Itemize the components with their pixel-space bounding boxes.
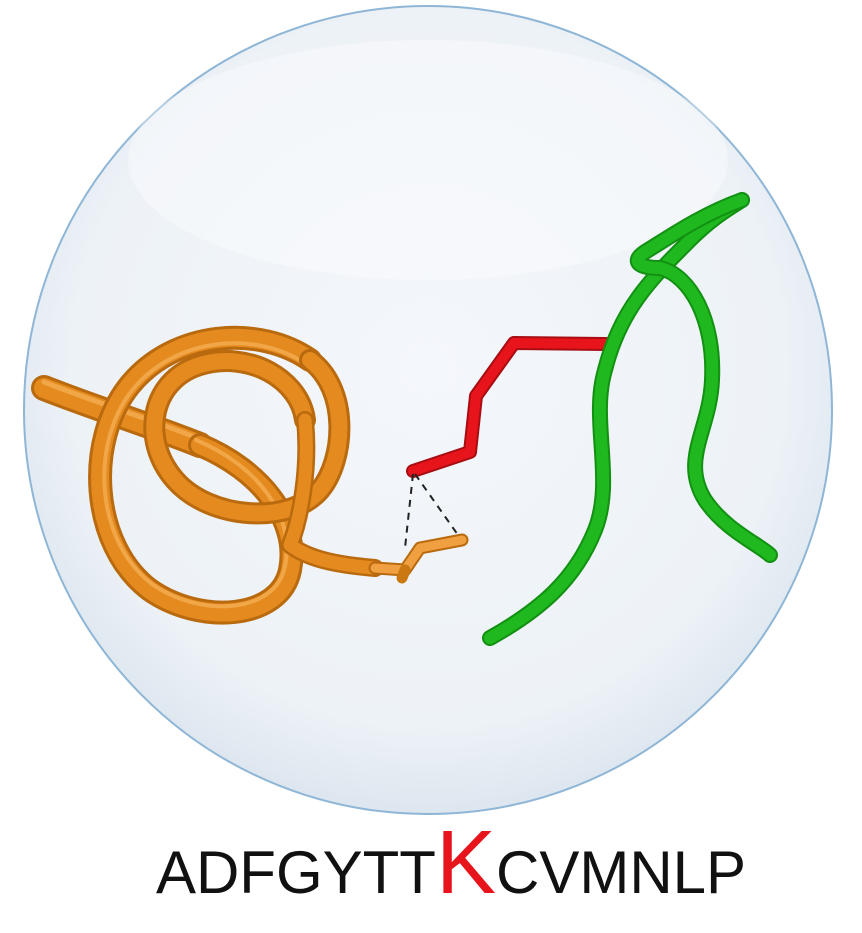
lysine-side-chain bbox=[406, 336, 613, 478]
sequence-prefix: ADFGYTT bbox=[155, 839, 436, 906]
sequence-suffix: CVMNLP bbox=[495, 839, 747, 906]
alpha-helix bbox=[31, 325, 469, 625]
random-coil bbox=[482, 192, 778, 646]
protein-sequence: ADFGYTTKCVMNLP bbox=[0, 818, 862, 908]
highlighted-residue: K bbox=[435, 813, 496, 913]
circle-glare bbox=[128, 40, 728, 280]
